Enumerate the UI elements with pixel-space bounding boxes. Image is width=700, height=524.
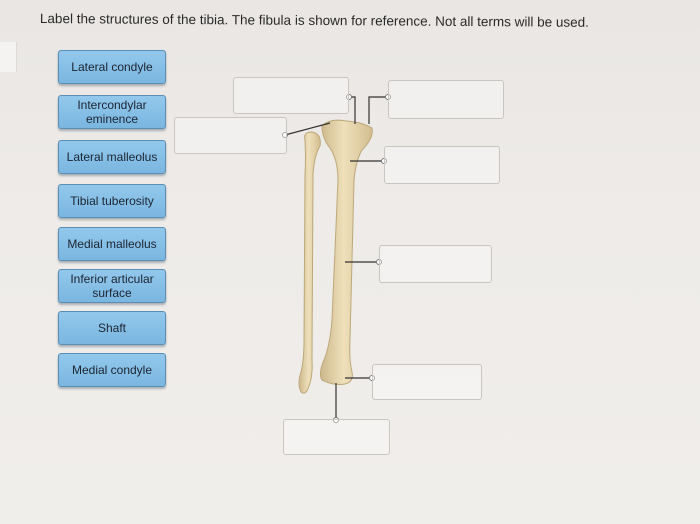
side-panel-edge (0, 42, 17, 72)
tibia-bone (319, 119, 373, 385)
fibula-bone (298, 131, 321, 394)
drop-target-1[interactable] (233, 77, 349, 114)
drop-target-2[interactable] (388, 80, 504, 119)
drop-target-4[interactable] (384, 146, 500, 184)
term-tibial-tuberosity[interactable]: Tibial tuberosity (58, 184, 166, 218)
drop-target-5[interactable] (379, 245, 492, 283)
term-shaft[interactable]: Shaft (58, 311, 166, 345)
term-medial-condyle[interactable]: Medial condyle (58, 353, 166, 387)
term-medial-malleolus[interactable]: Medial malleolus (58, 227, 166, 261)
drop-target-3[interactable] (174, 117, 287, 154)
drop-target-7[interactable] (283, 419, 390, 455)
term-lateral-malleolus[interactable]: Lateral malleolus (58, 140, 166, 174)
leader-pins (282, 94, 391, 423)
drop-target-6[interactable] (372, 364, 482, 400)
term-lateral-condyle[interactable]: Lateral condyle (58, 50, 166, 84)
leader-lines (284, 96, 388, 420)
